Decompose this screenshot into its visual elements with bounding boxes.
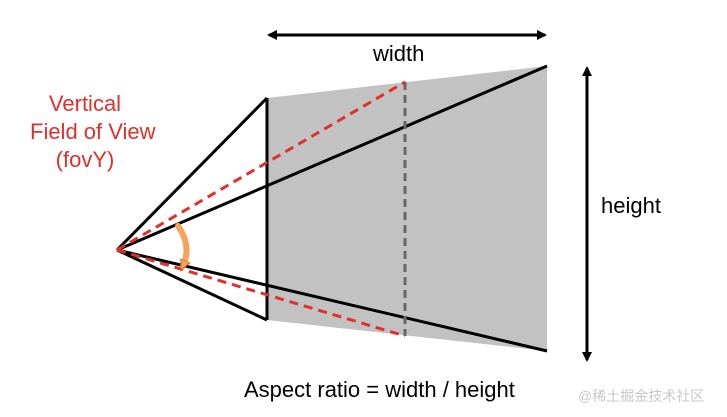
width-label: width: [373, 41, 425, 66]
fov-angle-arrow: [175, 223, 187, 266]
frustum-edge-top-left: [115, 96, 269, 252]
height-label: height: [601, 193, 661, 218]
frustum-edge-bottom-left: [116, 248, 268, 322]
fov-label-line-1: Vertical: [48, 91, 122, 116]
fov-label-line-3: (fovY): [55, 147, 115, 172]
aspect-ratio-label: Aspect ratio = width / height: [244, 377, 515, 402]
fov-top-dashed-line: [116, 80, 406, 252]
projection-plane: [267, 66, 547, 351]
frustum-edge-top-right: [116, 64, 548, 252]
watermark-text: @稀土掘金技术社区: [578, 388, 705, 404]
fov-bottom-dashed-line: [116, 248, 406, 338]
fov-label-line-2: Field of View: [30, 119, 156, 144]
